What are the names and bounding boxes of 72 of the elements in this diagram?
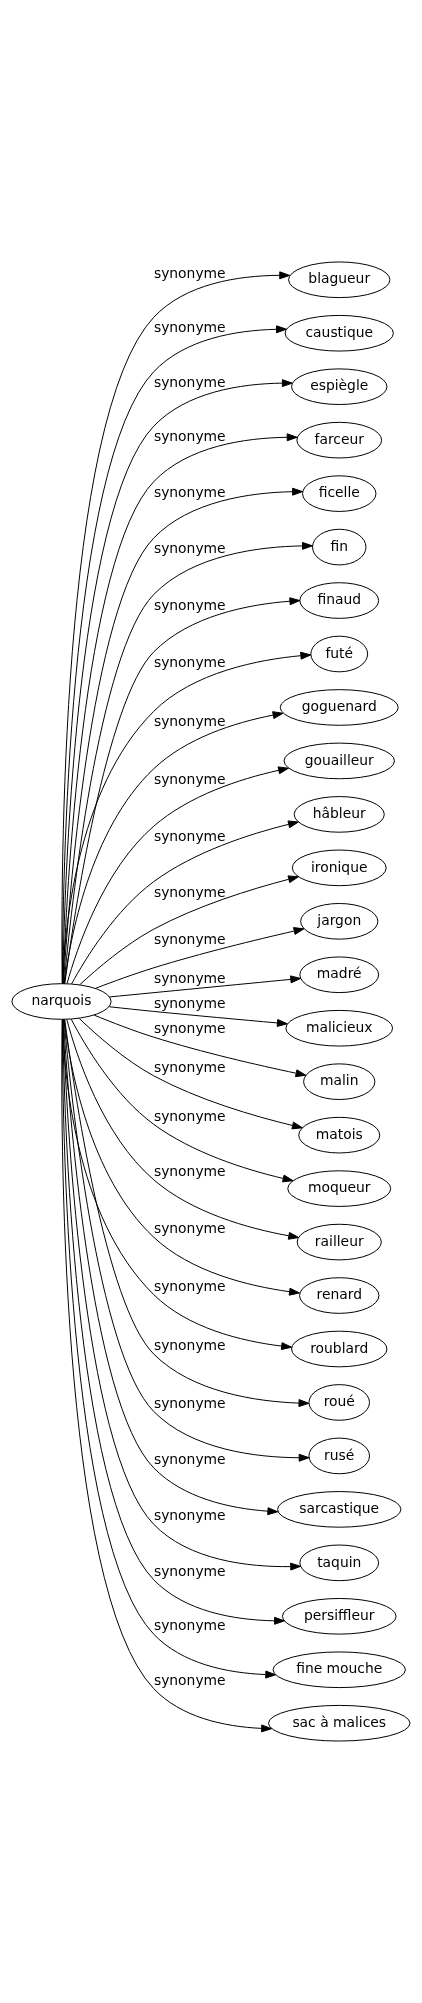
node-ellipse: futé bbox=[310, 635, 369, 673]
node-ellipse: malicieux bbox=[285, 1009, 394, 1047]
node-ellipse: moqueur bbox=[287, 1170, 392, 1207]
arrow bbox=[79, 875, 299, 986]
edge-label: synonyme bbox=[153, 828, 226, 845]
arrow bbox=[66, 766, 289, 985]
edge-label: synonyme bbox=[153, 1058, 226, 1075]
edge-label: synonyme bbox=[153, 1337, 226, 1354]
arrow bbox=[62, 1019, 293, 1351]
arrow bbox=[62, 651, 312, 985]
edge-label: synonyme bbox=[153, 428, 226, 445]
node-ellipse: roublard bbox=[291, 1330, 388, 1368]
edge-label: synonyme bbox=[153, 1220, 226, 1237]
node-ellipse: madré bbox=[299, 956, 380, 994]
node-ellipse: rusé bbox=[308, 1437, 371, 1475]
edge-label: synonyme bbox=[153, 1507, 226, 1524]
node-ellipse: hâbleur bbox=[293, 796, 385, 833]
arrow bbox=[64, 597, 301, 984]
edge-label: synonyme bbox=[153, 319, 226, 336]
edge-label: synonyme bbox=[153, 1394, 226, 1411]
edge-label: synonyme bbox=[153, 1451, 226, 1468]
edge-label: synonyme bbox=[153, 969, 226, 986]
node-ellipse: fin bbox=[312, 528, 367, 566]
node-ellipse: railleur bbox=[296, 1223, 382, 1261]
arrow bbox=[66, 1019, 300, 1240]
edge-label: synonyme bbox=[153, 1617, 226, 1634]
node-ellipse: finaud bbox=[299, 582, 380, 619]
node-ellipse: sac à malices bbox=[267, 1704, 411, 1742]
arrow bbox=[63, 1018, 300, 1296]
node-ellipse: ficelle bbox=[302, 475, 377, 512]
arrow bbox=[93, 1014, 307, 1078]
edge-label: synonyme bbox=[153, 883, 226, 900]
node-ellipse: renard bbox=[299, 1277, 380, 1314]
arrow bbox=[63, 711, 284, 984]
node-ellipse: malin bbox=[303, 1063, 376, 1100]
node-ellipse: caustique bbox=[284, 314, 394, 352]
node-ellipse: roué bbox=[308, 1384, 371, 1421]
node-ellipse: goguenard bbox=[279, 689, 399, 726]
edge-label: synonyme bbox=[153, 1671, 226, 1688]
node-ellipse: espiègle bbox=[291, 368, 388, 405]
edge-label: synonyme bbox=[153, 994, 226, 1011]
edge-label: synonyme bbox=[153, 1562, 226, 1579]
edge-label: synonyme bbox=[153, 265, 226, 281]
edge-label: synonyme bbox=[153, 373, 226, 390]
arrow bbox=[95, 927, 305, 989]
edge-label: synonyme bbox=[153, 770, 226, 787]
node-ellipse: matois bbox=[298, 1116, 381, 1154]
node-ellipse: sarcastique bbox=[277, 1491, 402, 1528]
node-ellipse: narquois bbox=[11, 983, 112, 1020]
edge-label: synonyme bbox=[153, 1020, 226, 1037]
arrow bbox=[108, 1006, 288, 1027]
node-ellipse: gouailleur bbox=[283, 742, 395, 780]
edge-label: synonyme bbox=[153, 1277, 226, 1294]
node-ellipse: taquin bbox=[299, 1544, 380, 1582]
edge-label: synonyme bbox=[153, 596, 226, 613]
arrow bbox=[109, 975, 302, 998]
node-ellipse: persiffleur bbox=[281, 1598, 397, 1635]
arrow bbox=[71, 820, 299, 985]
arrow bbox=[70, 1018, 294, 1183]
node-ellipse: jargon bbox=[300, 903, 379, 940]
edge-label: synonyme bbox=[153, 540, 226, 557]
edge-label: synonyme bbox=[153, 1107, 226, 1124]
node-ellipse: ironique bbox=[291, 849, 387, 887]
edge-label: synonyme bbox=[153, 483, 226, 500]
edge-label: synonyme bbox=[153, 1162, 226, 1179]
edge-label: synonyme bbox=[153, 713, 226, 730]
node-ellipse: fine mouche bbox=[272, 1651, 406, 1689]
arrow bbox=[78, 1017, 303, 1130]
edge-label: synonyme bbox=[153, 654, 226, 671]
node-ellipse: blagueur bbox=[288, 261, 391, 299]
edge-label: synonyme bbox=[153, 931, 226, 948]
node-ellipse: farceur bbox=[296, 421, 383, 459]
